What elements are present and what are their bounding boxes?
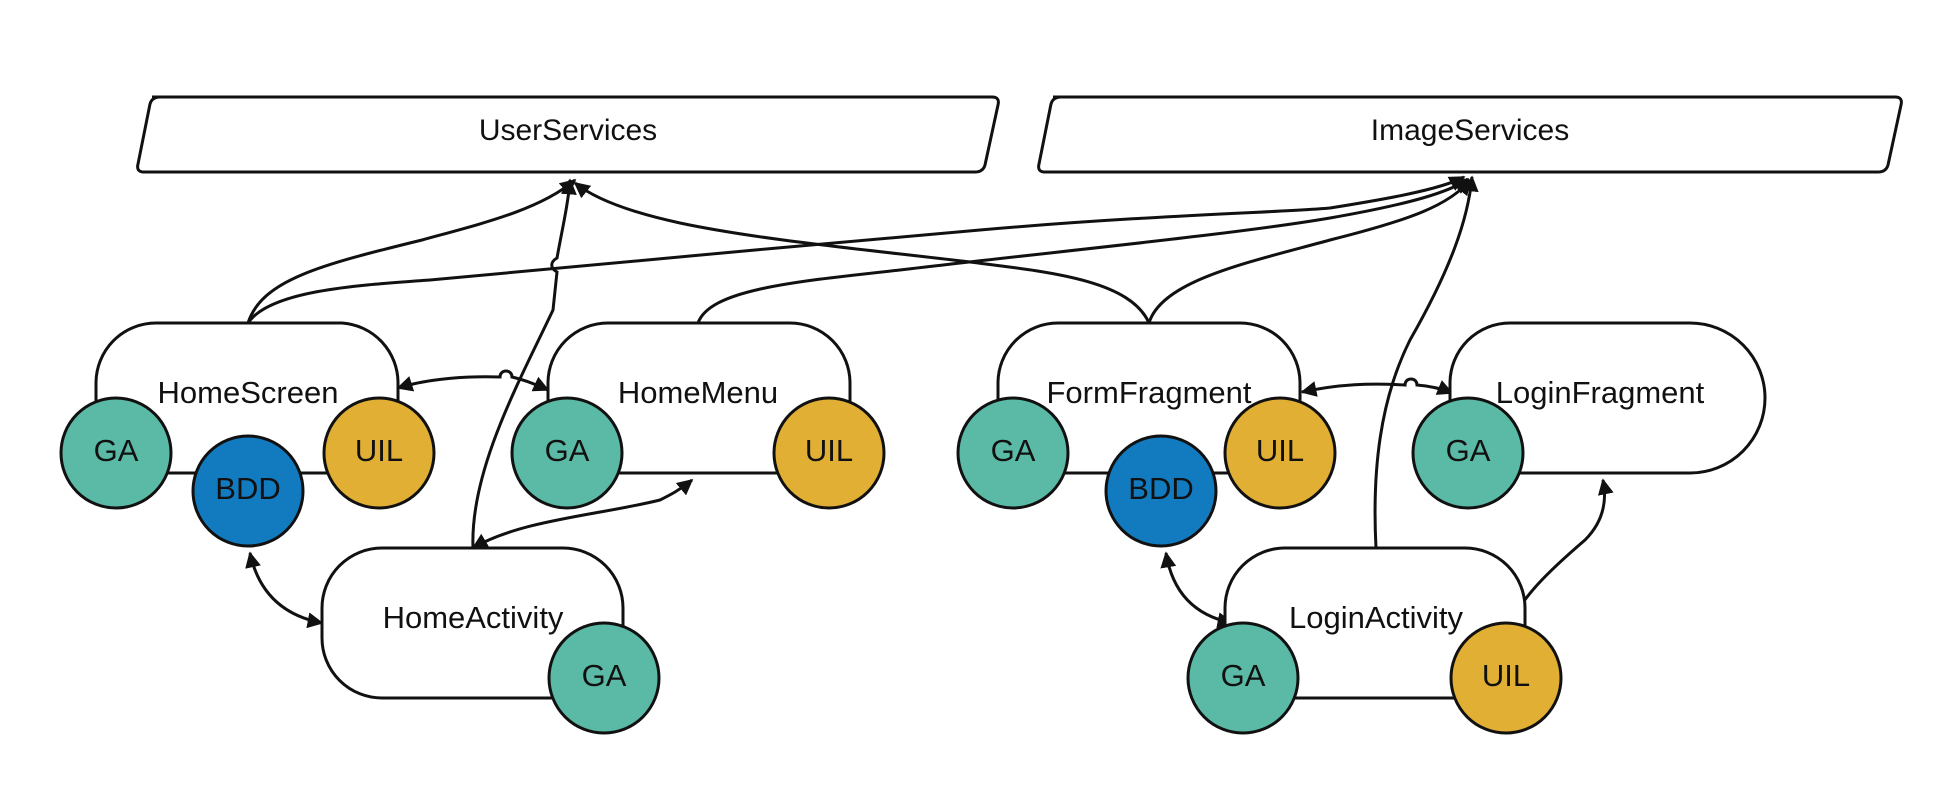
badge-homeactivity-ga-circle xyxy=(547,621,661,735)
component-formfragment-label: FormFragment xyxy=(1047,375,1252,410)
badge-homeactivity-ga-label: GA xyxy=(582,658,627,693)
badge-homescreen-bdd[interactable]: BDD xyxy=(191,434,305,548)
badge-homescreen-ga-label: GA xyxy=(94,433,139,468)
component-homescreen[interactable]: HomeScreen xyxy=(94,321,400,475)
component-homeactivity-label: HomeActivity xyxy=(383,600,564,635)
badge-homescreen-ga-circle xyxy=(59,396,173,510)
badge-loginactivity-ga[interactable]: GA xyxy=(1186,621,1300,735)
badge-loginactivity-uil-circle xyxy=(1449,621,1563,735)
edge-formfragment-loginfragment xyxy=(1300,377,1454,397)
badge-homescreen-uil-label: UIL xyxy=(355,433,403,468)
edge-homescreen-to-imageservices xyxy=(246,175,1466,324)
component-loginactivity-label: LoginActivity xyxy=(1289,600,1464,635)
edge-homeactivity-to-userservices xyxy=(471,178,577,549)
badge-loginactivity-ga-circle xyxy=(1186,621,1300,735)
component-homeactivity-shape xyxy=(320,546,625,700)
badge-homemenu-uil[interactable]: UIL xyxy=(772,396,886,510)
edges xyxy=(245,175,1614,630)
badge-formfragment-bdd[interactable]: BDD xyxy=(1104,434,1218,548)
badge-homescreen-bdd-label: BDD xyxy=(215,471,280,506)
component-loginfragment[interactable]: LoginFragment xyxy=(1448,321,1767,475)
service-imageservices[interactable]: ImageServices xyxy=(1037,95,1903,174)
edge-homescreen-to-userservices xyxy=(246,178,577,324)
service-imageservices-shape xyxy=(1037,95,1903,174)
component-loginfragment-label: LoginFragment xyxy=(1496,375,1705,410)
badge-loginactivity-ga-label: GA xyxy=(1221,658,1266,693)
badge-homescreen-ga[interactable]: GA xyxy=(59,396,173,510)
component-homeactivity[interactable]: HomeActivity xyxy=(320,546,625,700)
badge-homescreen-bdd-circle xyxy=(191,434,305,548)
edge-bdd-loginactivity xyxy=(1160,551,1234,629)
edge-loginactivity-to-imageservices xyxy=(1373,175,1479,549)
badge-formfragment-ga-label: GA xyxy=(991,433,1036,468)
component-loginactivity[interactable]: LoginActivity xyxy=(1223,546,1527,700)
edge-homescreen-homemenu xyxy=(396,369,550,392)
badge-formfragment-ga-circle xyxy=(956,396,1070,510)
service-userservices-shape xyxy=(136,95,1000,174)
edge-formfragment-to-userservices xyxy=(573,181,1151,324)
service-imageservices-label: ImageServices xyxy=(1371,114,1569,147)
badge-loginactivity-uil-label: UIL xyxy=(1482,658,1530,693)
badge-homemenu-ga-label: GA xyxy=(545,433,590,468)
service-userservices-label: UserServices xyxy=(479,114,657,147)
badge-formfragment-bdd-label: BDD xyxy=(1128,471,1193,506)
badge-loginfragment-ga-label: GA xyxy=(1446,433,1491,468)
badge-homemenu-uil-label: UIL xyxy=(805,433,853,468)
edge-bdd-homeactivity xyxy=(245,551,324,629)
badge-formfragment-ga[interactable]: GA xyxy=(956,396,1070,510)
badge-loginactivity-uil[interactable]: UIL xyxy=(1449,621,1563,735)
badge-homeactivity-ga[interactable]: GA xyxy=(547,621,661,735)
component-homemenu-label: HomeMenu xyxy=(618,375,778,410)
component-homescreen-label: HomeScreen xyxy=(158,375,339,410)
edge-formfragment-to-imageservices xyxy=(1147,178,1472,324)
badge-homemenu-ga-circle xyxy=(510,396,624,510)
service-userservices[interactable]: UserServices xyxy=(136,95,1000,174)
badge-homemenu-ga[interactable]: GA xyxy=(510,396,624,510)
badge-homemenu-uil-circle xyxy=(772,396,886,510)
badge-formfragment-uil-label: UIL xyxy=(1256,433,1304,468)
component-loginfragment-shape xyxy=(1448,321,1767,475)
badge-formfragment-uil-circle xyxy=(1223,396,1337,510)
badge-formfragment-uil[interactable]: UIL xyxy=(1223,396,1337,510)
edge-homemenu-homeactivity xyxy=(471,478,694,550)
badge-loginfragment-ga[interactable]: GA xyxy=(1411,396,1525,510)
component-formfragment[interactable]: FormFragment xyxy=(996,321,1302,475)
badge-homescreen-uil[interactable]: UIL xyxy=(322,396,436,510)
edge-homemenu-to-imageservices xyxy=(696,177,1470,324)
badge-loginfragment-ga-circle xyxy=(1411,396,1525,510)
badge-formfragment-bdd-circle xyxy=(1104,434,1218,548)
badge-homescreen-uil-circle xyxy=(322,396,436,510)
